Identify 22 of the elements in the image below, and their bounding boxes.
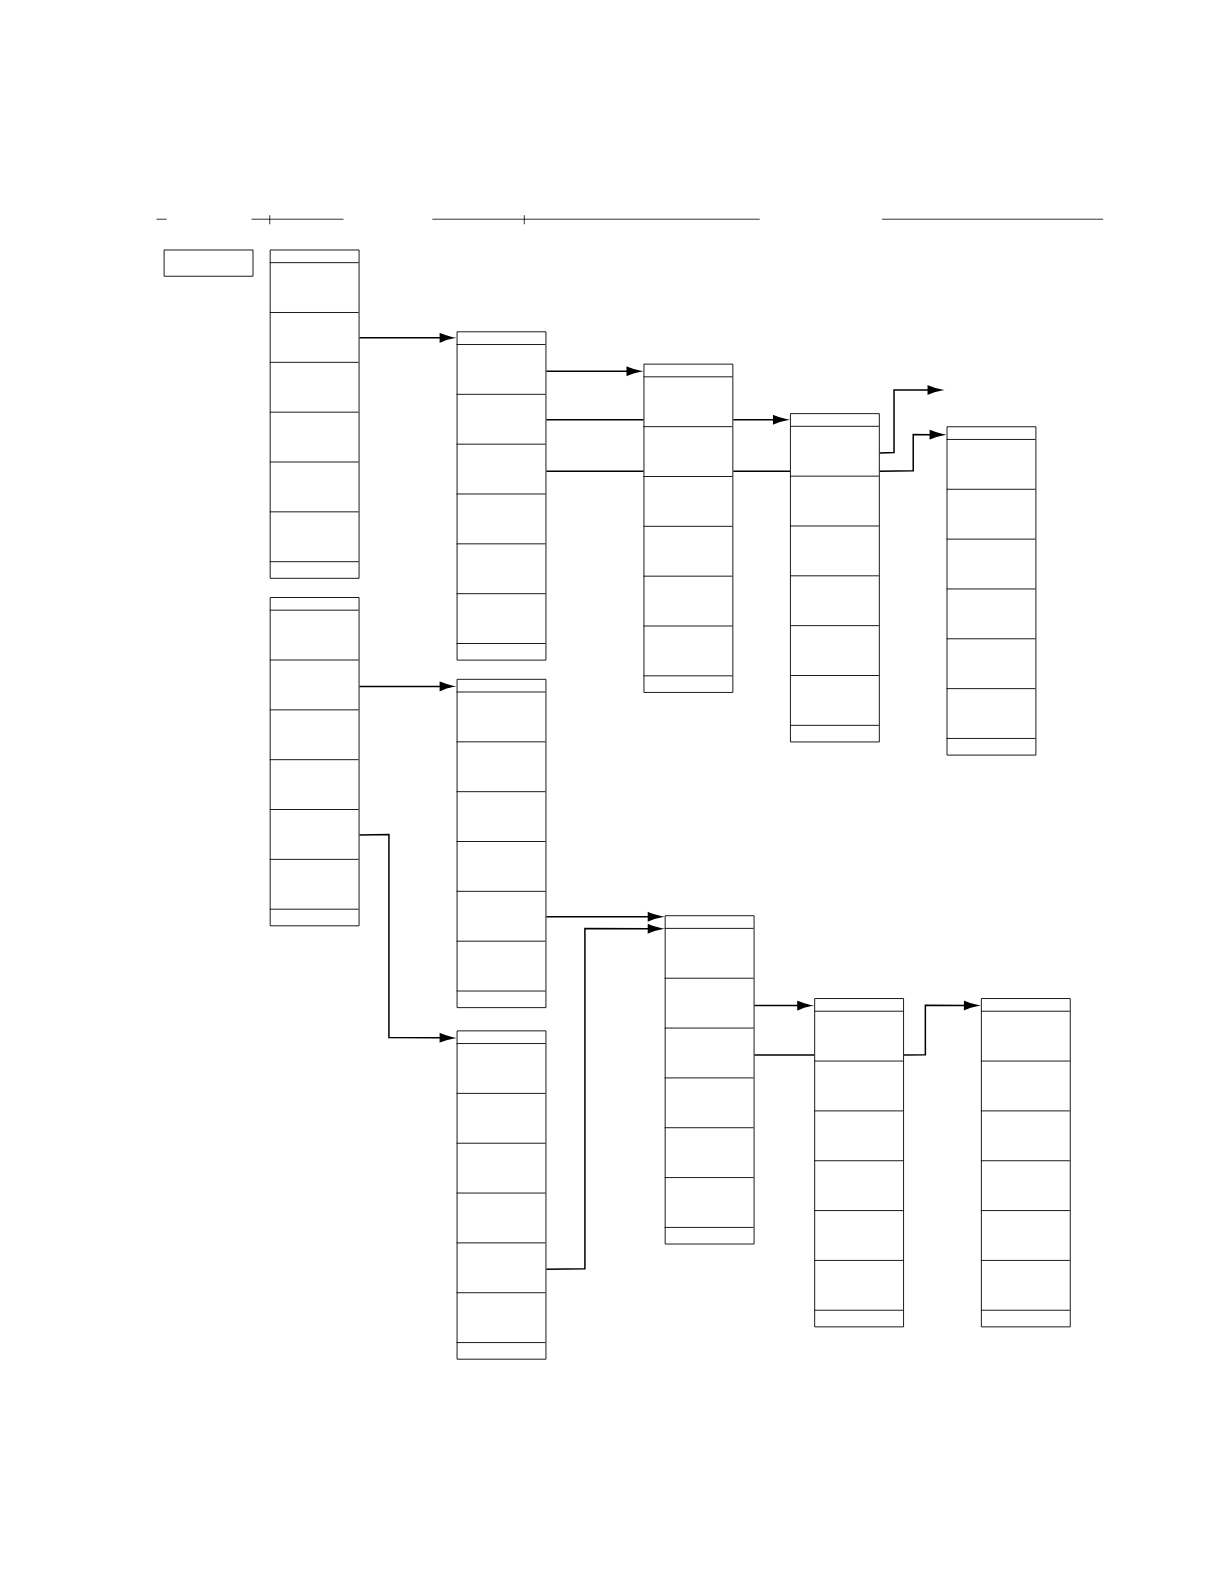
table-column <box>456 331 547 661</box>
table-column <box>664 915 755 1245</box>
table-column <box>456 678 547 1009</box>
arrow <box>878 385 942 454</box>
arrow <box>878 430 944 472</box>
table-column <box>269 249 360 579</box>
table-column <box>642 363 734 693</box>
arrow <box>358 681 454 691</box>
arrow <box>732 415 787 425</box>
table-column <box>945 426 1037 756</box>
table-column <box>456 1030 547 1360</box>
arrow <box>545 912 662 922</box>
arrow <box>545 366 641 376</box>
arrow <box>358 833 454 1043</box>
table-column <box>789 413 880 743</box>
table-column <box>813 998 904 1328</box>
empty-box <box>163 249 254 277</box>
arrow <box>358 333 454 343</box>
table-column <box>980 998 1071 1328</box>
table-column <box>269 597 360 927</box>
arrow <box>903 1000 978 1056</box>
arrow <box>545 924 662 1271</box>
